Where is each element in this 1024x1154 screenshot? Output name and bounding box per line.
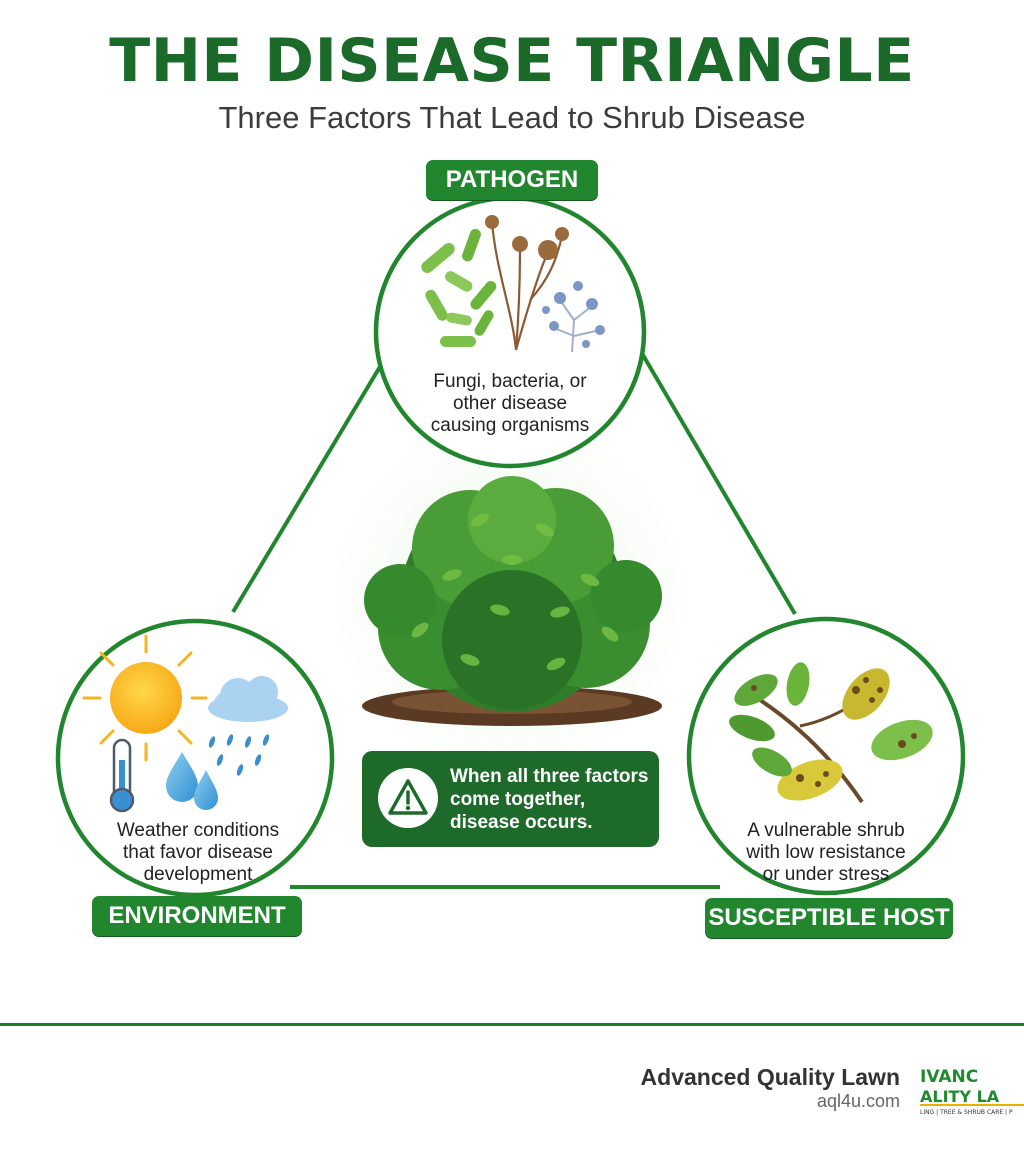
disease-triangle-diagram	[55, 195, 966, 898]
svg-text:IVANC: IVANC	[920, 1067, 978, 1087]
company-logo: IVANC ALITY LA LING | TREE & SHRUB CARE …	[920, 1064, 1024, 1118]
diseased-leaves-icon	[729, 662, 933, 804]
shrub-illustration	[362, 476, 662, 726]
triangle-edges	[231, 348, 797, 889]
rain-icon	[208, 734, 270, 776]
footer-brand-name: Advanced Quality Lawn	[640, 1064, 900, 1090]
pathogen-label: PATHOGEN	[426, 160, 598, 200]
footer-url: aql4u.com	[816, 1091, 900, 1111]
pathogen-description: Fungi, bacteria, or other disease causin…	[430, 371, 590, 436]
svg-text:ALITY LA: ALITY LA	[920, 1087, 1000, 1106]
page-subtitle: Three Factors That Lead to Shrub Disease	[218, 100, 806, 135]
water-drops-icon	[166, 752, 218, 810]
host-description: A vulnerable shrub with low resistance o…	[746, 820, 906, 885]
callout-box: When all three factors come together, di…	[362, 751, 659, 847]
warning-icon	[378, 768, 438, 828]
thermometer-icon	[109, 738, 135, 813]
host-node	[686, 616, 966, 896]
svg-text:LING | TREE & SHRUB CARE | P: LING | TREE & SHRUB CARE | P	[920, 1109, 1013, 1116]
bacteria-icon	[421, 228, 497, 347]
cloud-icon	[208, 676, 288, 722]
callout-text: When all three factors come together, di…	[450, 766, 649, 833]
environment-label: ENVIRONMENT	[92, 896, 302, 936]
sun-icon	[82, 634, 208, 762]
page-title: THE DISEASE TRIANGLE	[109, 26, 915, 96]
footer-divider	[0, 1023, 1024, 1026]
environment-node	[55, 618, 335, 898]
environment-description: Weather conditions that favor disease de…	[116, 820, 280, 885]
susceptible-host-label: SUSCEPTIBLE HOST	[705, 898, 953, 938]
